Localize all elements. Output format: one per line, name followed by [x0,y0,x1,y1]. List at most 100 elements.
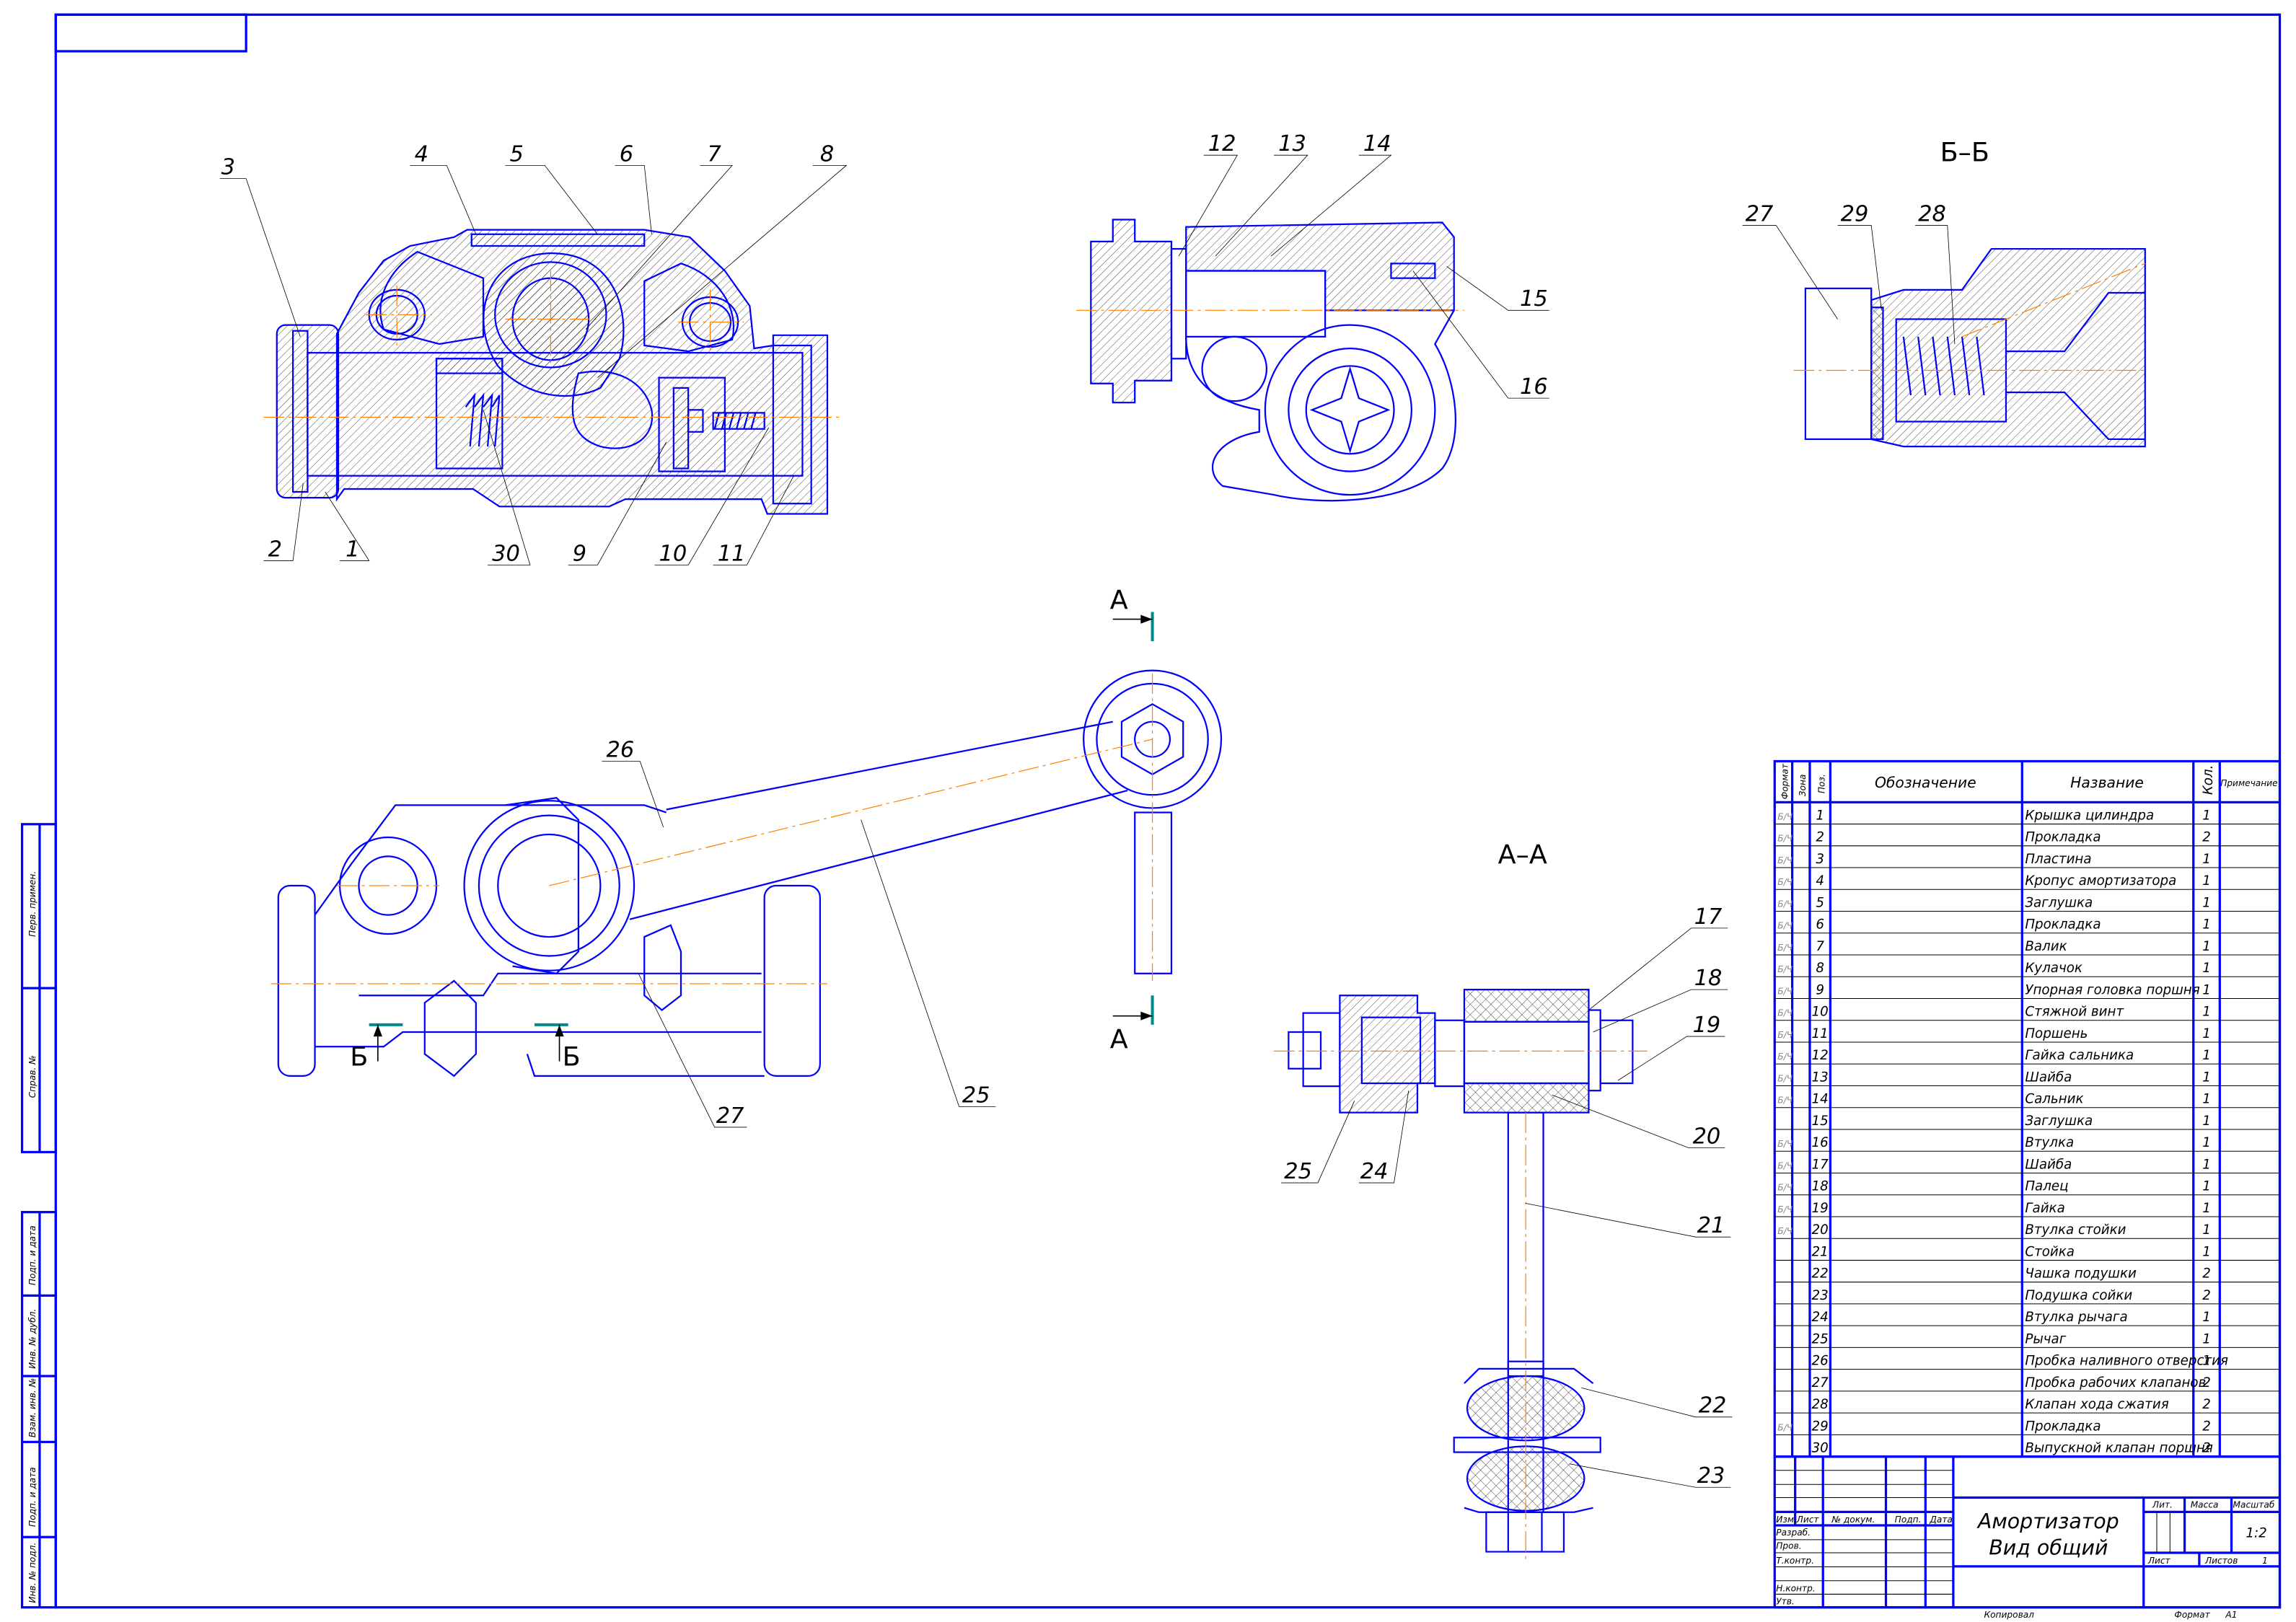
row-pos: 7 [1816,939,1824,954]
view-gland [1076,219,1464,502]
callout-1: 1 [346,537,359,562]
row-name: Шайба [2025,1157,2072,1172]
tb-date: Дата [1929,1515,1952,1525]
drawing-title-line1: Амортизатор [1976,1509,2119,1533]
callout-6: 6 [620,141,633,167]
row-format: Б/Ч [1777,1073,1793,1083]
callout-23: 23 [1697,1463,1725,1489]
callout-7: 7 [708,141,722,167]
callout-20: 20 [1693,1124,1721,1149]
plug-27-icon [423,924,682,1077]
callout-11: 11 [718,541,746,566]
row-format: Б/Ч [1777,921,1793,931]
row-name: Упорная головка поршня [2025,982,2199,997]
row-qty: 1 [2202,1310,2211,1325]
row-name: Крышка цилиндра [2025,808,2154,823]
row-pos: 2 [1816,830,1824,845]
row-format: Б/Ч [1777,1139,1793,1149]
row-format: Б/Ч [1777,855,1793,865]
row-format: Б/Ч [1777,1226,1793,1236]
row-qty: 1 [2202,1201,2211,1216]
callout-18: 18 [1694,966,1723,991]
row-name: Рычаг [2025,1331,2066,1346]
row-pos: 28 [1812,1397,1829,1412]
row-format: Б/Ч [1777,1030,1793,1040]
tb-doc: № докум. [1831,1515,1875,1525]
header-qty: Кол. [2201,765,2216,795]
row-name: Втулка стойки [2025,1222,2126,1238]
spring-icon [465,392,501,447]
view-section-bb: Б–Б [1793,136,2146,448]
row-qty: 1 [2202,852,2211,867]
row-qty: 1 [2202,917,2211,933]
callout-25: 25 [962,1083,990,1108]
callout-5: 5 [510,141,524,167]
row-qty: 1 [2202,1244,2211,1259]
row-qty: 1 [2202,873,2211,889]
callout-10: 10 [659,541,687,566]
row-qty: 1 [2202,1048,2211,1063]
stamp-podp-data-1: Подп. и дата [27,1225,38,1285]
stamp-sprav-no: Справ. № [27,1055,38,1098]
row-qty: 1 [2202,1222,2211,1238]
row-pos: 14 [1812,1092,1829,1107]
callout-30: 30 [492,541,520,566]
row-format: Б/Ч [1777,1052,1793,1062]
table-row: 28 Клапан хода сжатия 2 [1774,1390,2280,1412]
row-pos: 20 [1812,1222,1829,1238]
row-name: Валик [2025,939,2067,954]
row-pos: 12 [1812,1048,1829,1063]
section-aa-title: А–А [1498,839,1547,870]
row-qty: 1 [2202,1135,2211,1150]
callout-29: 29 [1841,201,1869,226]
row-qty: 2 [2202,1375,2211,1390]
row-pos: 16 [1812,1135,1829,1150]
parts-table: Формат Зона Поз. Обозначение Название Ко… [1773,759,2282,1458]
row-name: Прокладка [2025,830,2101,845]
section-bb-title: Б–Б [1940,136,1989,167]
row-name: Чашка подушки [2025,1266,2137,1282]
callout-26: 26 [606,737,634,762]
row-name: Поршень [2025,1026,2088,1041]
tb-tkontr: Т.контр. [1776,1556,1814,1566]
callout-16: 16 [1520,374,1548,400]
view-general: А А Б Б [270,584,1223,1077]
row-name: Палец [2025,1179,2068,1194]
callout-12: 12 [1208,131,1236,157]
row-qty: 1 [2202,1005,2211,1020]
row-name: Стойка [2025,1244,2075,1259]
row-pos: 15 [1812,1114,1829,1129]
header-designation: Обозначение [1875,774,1976,791]
row-qty: 2 [2202,830,2211,845]
section-label-a-bottom: А [1110,1023,1128,1054]
row-qty: 1 [2202,1026,2211,1041]
section-label-a-top: А [1110,584,1128,615]
row-format: Б/Ч [1777,964,1793,974]
row-name: Клапан хода сжатия [2025,1397,2168,1412]
row-qty: 2 [2202,1441,2211,1456]
row-pos: 11 [1812,1026,1829,1041]
row-qty: 2 [2202,1397,2211,1412]
callout-21: 21 [1697,1213,1725,1238]
row-name: Втулка [2025,1135,2074,1150]
row-pos: 27 [1812,1375,1829,1390]
row-pos: 13 [1812,1070,1829,1085]
table-row: Б/Ч 16 Втулка 1 [1774,1129,2280,1150]
header-name: Название [2070,774,2144,791]
row-qty: 2 [2202,1419,2211,1434]
callout-4: 4 [415,141,428,167]
row-name: Заглушка [2025,895,2093,910]
row-format: Б/Ч [1777,1204,1793,1215]
tb-format-value: А1 [2225,1610,2237,1620]
